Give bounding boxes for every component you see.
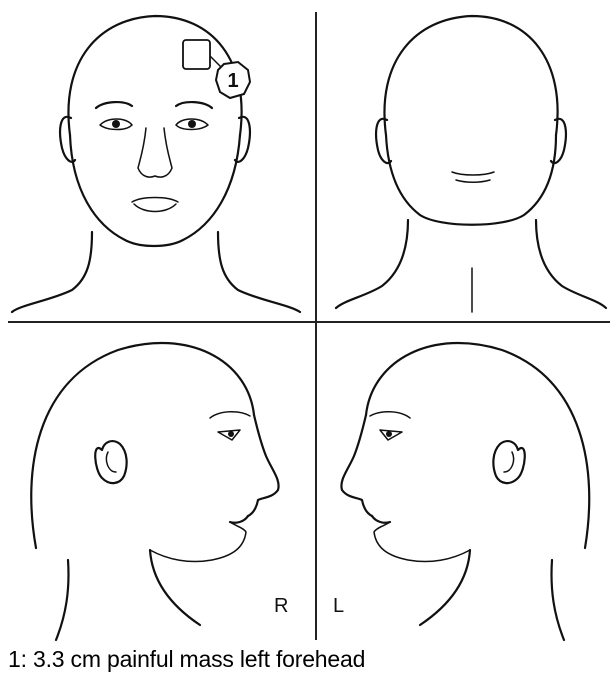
lesion-marker: 1: [183, 40, 250, 98]
finding-caption: 1: 3.3 cm painful mass left forehead: [8, 646, 365, 673]
right-profile-head: [31, 343, 278, 640]
marker-number: 1: [227, 70, 238, 92]
back-view-head: [336, 16, 606, 312]
head-diagram: R L 1: [0, 0, 615, 645]
left-profile-head: [341, 343, 589, 640]
right-side-label: R: [274, 595, 288, 617]
lesion-leader-line: [210, 56, 222, 68]
left-side-label: L: [333, 595, 344, 617]
front-view-head: [12, 16, 300, 312]
lesion-location-box: [183, 40, 210, 69]
